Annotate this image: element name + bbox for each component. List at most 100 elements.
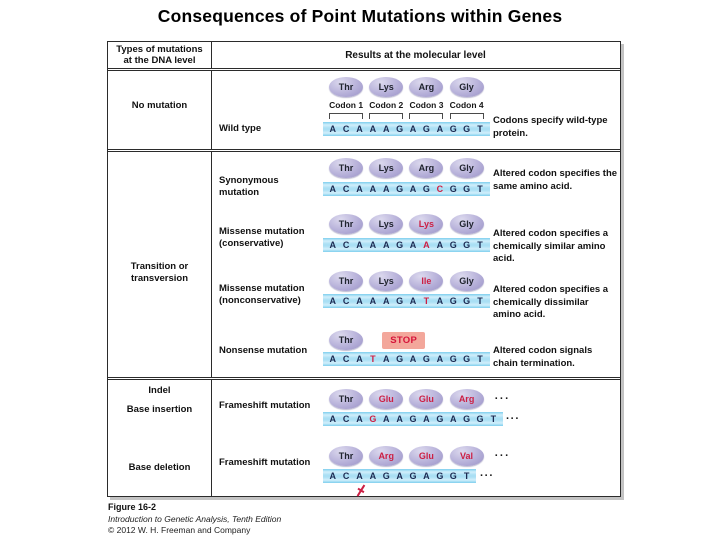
base-letter: C <box>342 296 350 306</box>
base-letter: A <box>383 296 390 306</box>
base-letter: G <box>436 414 444 424</box>
base-letter: A <box>409 124 417 134</box>
base-letter: G <box>369 414 377 424</box>
base-letter: G <box>463 124 471 134</box>
base-letter: A <box>396 471 403 481</box>
base-letter: A <box>329 354 336 364</box>
base-letter: G <box>422 124 430 134</box>
base-letter: G <box>436 471 444 481</box>
base-letter: G <box>449 124 457 134</box>
column-header-molecular-level: Results at the molecular level <box>345 49 486 61</box>
base-letter: A <box>436 240 444 250</box>
result-description: Codons specify wild-type protein. <box>493 115 608 139</box>
base-letter: G <box>382 471 390 481</box>
column-divider <box>211 42 213 496</box>
codon-label: Codon 2 <box>369 100 404 110</box>
base-letter: C <box>342 354 350 364</box>
base-letter: A <box>449 414 457 424</box>
amino-acid-oval: Glu <box>409 389 444 409</box>
page-title: Consequences of Point Mutations within G… <box>157 6 563 26</box>
base-letter: G <box>449 184 457 194</box>
base-letter: T <box>463 471 470 481</box>
base-letter: G <box>463 296 471 306</box>
base-letter: G <box>449 354 457 364</box>
amino-acid-oval: Arg <box>369 446 404 466</box>
base-letter: A <box>356 354 363 364</box>
codon-bracket-icon <box>329 113 363 119</box>
base-letter: A <box>369 240 377 250</box>
base-letter: A <box>356 296 363 306</box>
base-letter: A <box>383 124 390 134</box>
base-letter: A <box>409 354 417 364</box>
codon-label: Codon 3 <box>409 100 444 110</box>
result-description: Altered codon specifies the same amino a… <box>493 168 618 192</box>
dna-label-transition-transversion: Transition or transversion <box>130 261 189 285</box>
base-letter: A <box>436 354 444 364</box>
base-letter: A <box>369 296 377 306</box>
base-letter: A <box>409 296 417 306</box>
deletion-mark-icon <box>354 484 368 497</box>
amino-acid-oval: Ile <box>409 271 444 291</box>
amino-acid-oval: Gly <box>449 158 484 178</box>
base-letter: G <box>476 414 484 424</box>
base-letter: A <box>329 240 336 250</box>
dna-label-base-insertion: Base insertion <box>126 404 193 415</box>
figure-credit: Figure 16-2 Introduction to Genetic Anal… <box>108 501 281 537</box>
mutation-type-label-missense-nonconservative: Missense mutation (nonconservative) <box>219 283 305 307</box>
base-letter: A <box>329 184 336 194</box>
base-letter: G <box>463 414 471 424</box>
base-letter: G <box>409 471 417 481</box>
section-separator-line <box>108 377 620 381</box>
base-letter: G <box>396 240 404 250</box>
copyright-line: © 2012 W. H. Freeman and Company <box>108 525 251 536</box>
base-letter: A <box>329 296 336 306</box>
base-letter: A <box>329 414 336 424</box>
base-letter: G <box>396 124 404 134</box>
result-description: Altered codon specifies a chemically sim… <box>493 228 609 265</box>
base-letter: G <box>409 414 417 424</box>
ellipsis: ··· <box>494 450 511 462</box>
base-letter: G <box>463 240 471 250</box>
base-letter: A <box>436 124 444 134</box>
mutation-type-label-frameshift-deletion: Frameshift mutation <box>219 457 311 468</box>
base-letter: T <box>370 354 376 364</box>
base-letter: G <box>463 354 471 364</box>
base-letter: G <box>449 471 457 481</box>
codon-bracket-icon <box>449 113 484 119</box>
base-letter: A <box>369 471 377 481</box>
base-letter: G <box>422 354 430 364</box>
amino-acid-oval: Thr <box>329 446 363 466</box>
amino-acid-oval: Glu <box>409 446 444 466</box>
mutation-type-label-synonymous: Synonymous mutation <box>219 175 279 199</box>
amino-acid-oval: Thr <box>329 330 363 350</box>
amino-acid-oval: Lys <box>369 158 404 178</box>
base-letter: C <box>342 184 350 194</box>
base-letter: A <box>356 240 363 250</box>
base-letter: A <box>383 414 390 424</box>
base-letter: T <box>477 296 483 306</box>
base-letter: G <box>449 296 457 306</box>
amino-acid-oval: Arg <box>409 77 444 97</box>
mutation-type-label-wild-type: Wild type <box>219 123 262 134</box>
base-letter: A <box>409 240 417 250</box>
dna-label-base-deletion: Base deletion <box>128 462 191 473</box>
amino-acid-oval: Lys <box>409 214 444 234</box>
sequence-ellipsis: ··· <box>480 470 494 482</box>
base-letter: G <box>422 184 430 194</box>
stop-codon-box: STOP <box>382 331 426 349</box>
base-letter: A <box>329 124 336 134</box>
sequence-ellipsis: ··· <box>506 413 520 425</box>
section-separator-line <box>108 149 620 153</box>
dna-label-indel: Indel <box>148 385 171 396</box>
base-letter: A <box>356 414 363 424</box>
